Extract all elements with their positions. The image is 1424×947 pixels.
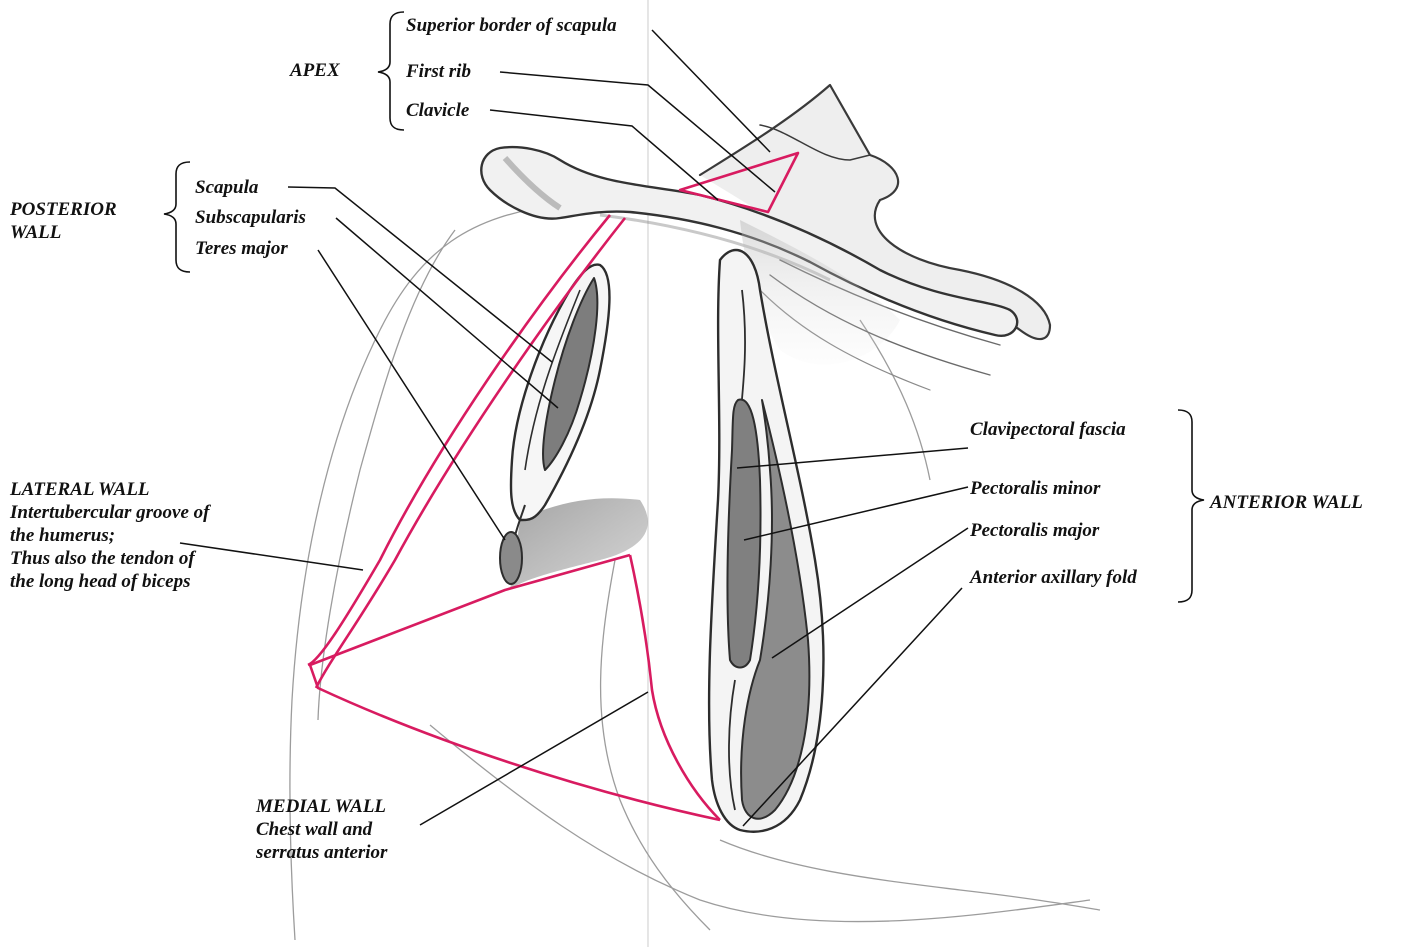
label-clavipectoral-fascia: Clavipectoral fascia [970, 418, 1126, 441]
label-clavicle: Clavicle [406, 99, 469, 122]
apex-bracket [378, 12, 404, 130]
medial-wall-upper [310, 555, 630, 665]
label-pectoralis-major: Pectoralis major [970, 519, 1099, 542]
label-subscapularis: Subscapularis [195, 206, 306, 229]
armpit-fold [601, 560, 710, 930]
leader-subscapularis [336, 218, 558, 408]
posterior-wall-bracket [164, 162, 190, 272]
lateral-wall-line2: the humerus; [10, 524, 210, 547]
label-brackets [164, 12, 1204, 602]
leader-superior-border-scapula [652, 30, 770, 152]
medial-wall-vertical [630, 555, 720, 820]
lateral-wall-line1: Intertubercular groove of [10, 501, 210, 524]
chest-contour [720, 840, 1100, 910]
leader-medial-wall [420, 692, 648, 825]
label-teres-major: Teres major [195, 237, 288, 260]
posterior-wall-title: POSTERIOR WALL [10, 198, 117, 244]
label-first-rib: First rib [406, 60, 471, 83]
teres-major-oval [500, 532, 522, 584]
label-pectoralis-minor: Pectoralis minor [970, 477, 1100, 500]
arm-contour-inner [318, 230, 455, 720]
posterior-wall-title-line2: WALL [10, 221, 117, 244]
medial-wall-line1: Chest wall and [256, 818, 387, 841]
lateral-wall-line3: Thus also the tendon of [10, 547, 210, 570]
anterior-wall-bracket [1178, 410, 1204, 602]
medial-wall-block: MEDIAL WALL Chest wall and serratus ante… [256, 795, 387, 864]
apex-title: APEX [290, 59, 340, 82]
label-superior-border-of-scapula: Superior border of scapula [406, 14, 617, 37]
lateral-wall-block: LATERAL WALL Intertubercular groove of t… [10, 478, 210, 593]
label-anterior-axillary-fold: Anterior axillary fold [970, 566, 1137, 589]
lateral-wall-line4: the long head of biceps [10, 570, 210, 593]
medial-wall-line2: serratus anterior [256, 841, 387, 864]
lateral-wall-title: LATERAL WALL [10, 478, 210, 501]
posterior-wall-title-line1: POSTERIOR [10, 198, 117, 221]
anterior-wall-title: ANTERIOR WALL [1210, 491, 1363, 514]
medial-wall-title: MEDIAL WALL [256, 795, 387, 818]
label-scapula: Scapula [195, 176, 258, 199]
